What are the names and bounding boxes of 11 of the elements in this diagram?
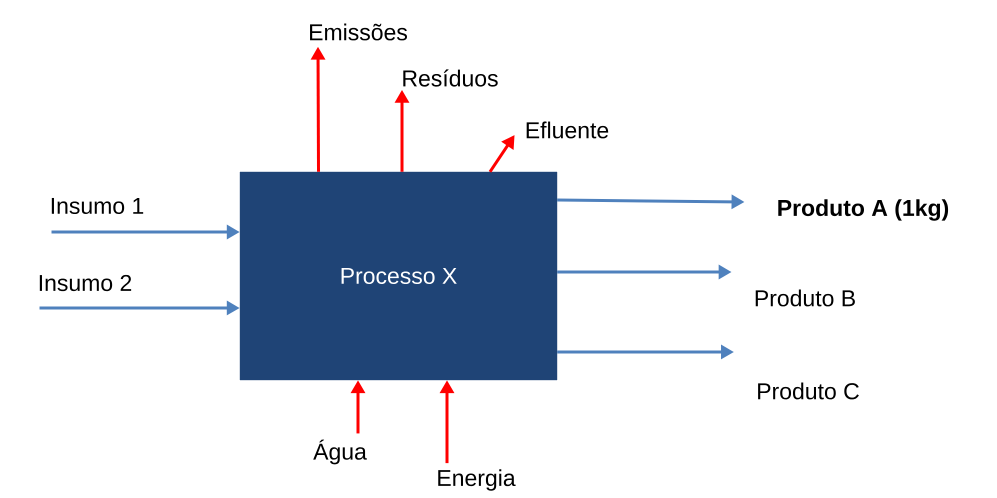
flow-label: Produto C: [758, 382, 859, 400]
flow-label: Produto A (1kg): [778, 199, 948, 221]
flow-label: Insumo 2: [40, 274, 132, 292]
flow-label: Insumo 1: [52, 198, 144, 214]
flow-label: Água: [313, 440, 367, 464]
process-box: Processo X: [240, 172, 558, 380]
flow-label: Efluente: [526, 122, 608, 138]
flow-label: Energia: [438, 469, 516, 491]
flow-label: Emissões: [310, 24, 407, 40]
flow-label: Produto B: [756, 290, 855, 306]
flow-label: Resíduos: [403, 69, 498, 87]
